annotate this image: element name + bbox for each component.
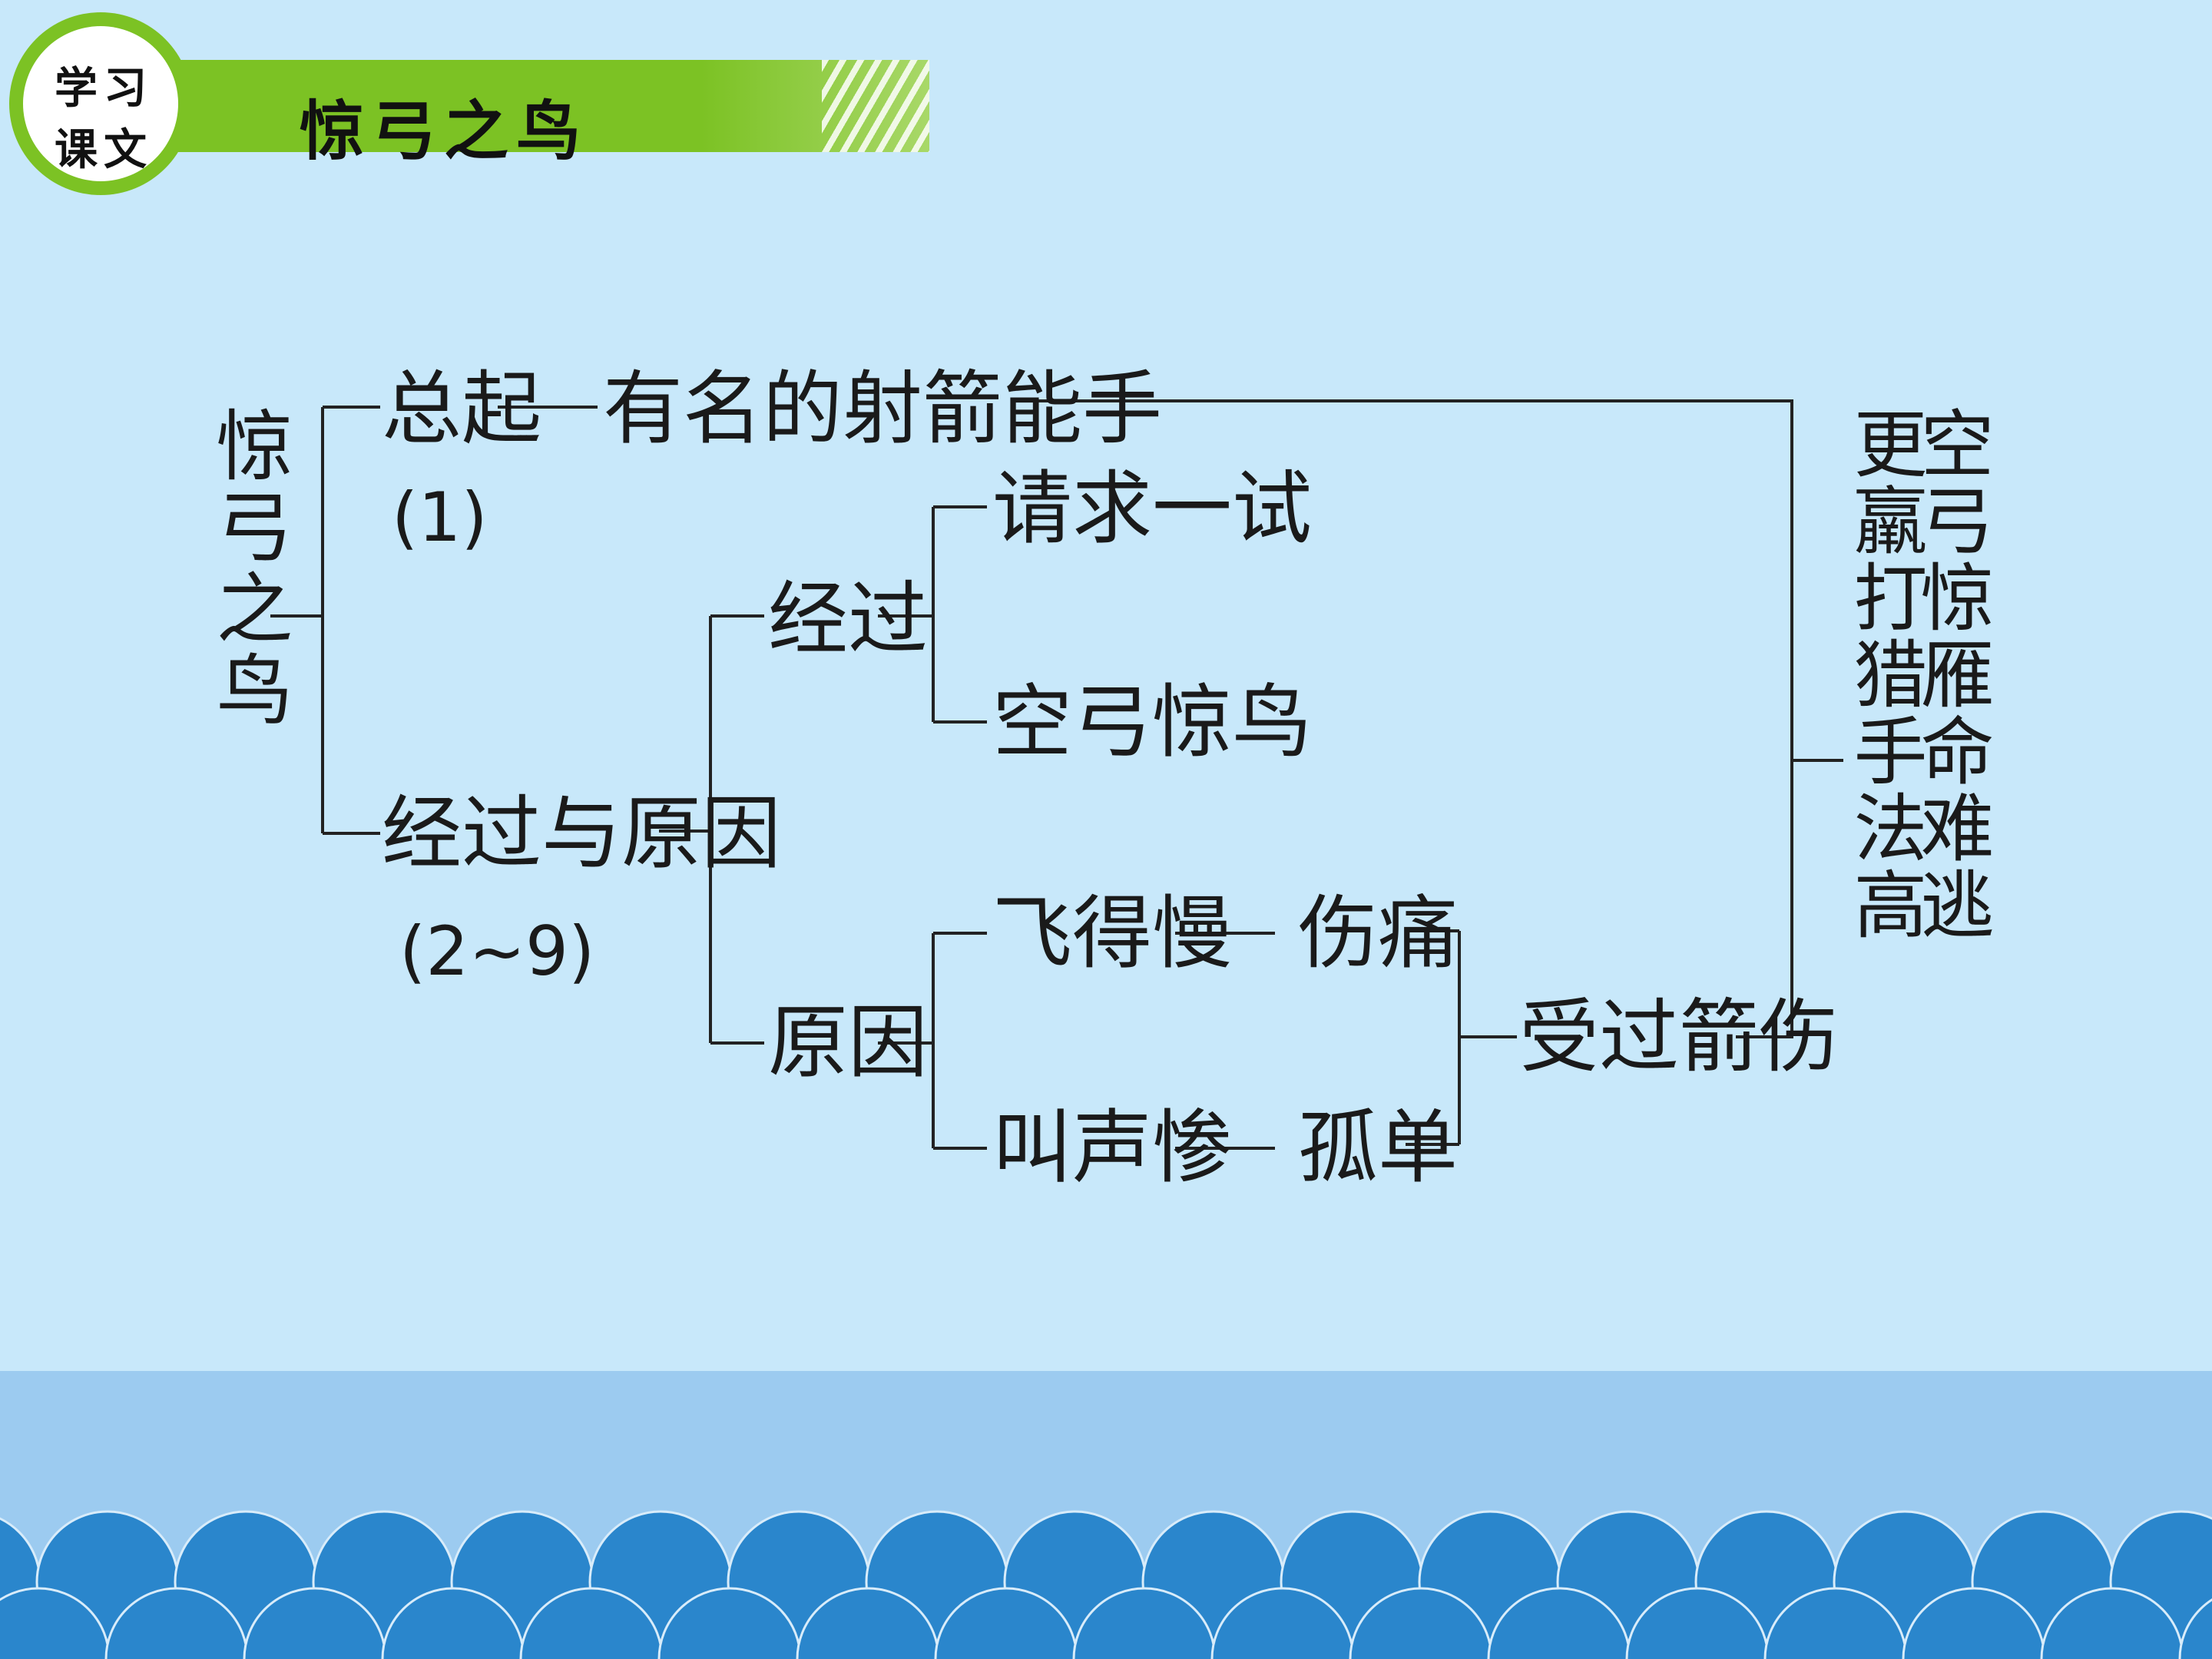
wave-scallop — [2040, 1587, 2184, 1659]
wave-decoration — [0, 1510, 2212, 1659]
wave-scallop — [2178, 1598, 2212, 1659]
wave-scallop — [381, 1587, 525, 1659]
node-reason-a: 飞得慢 — [992, 886, 1233, 980]
node-body-para: (2~9) — [399, 912, 595, 991]
node-intro-detail: 有名的射箭能手 — [603, 362, 1163, 455]
badge-label-line2: 课文 — [55, 124, 153, 175]
wave-scallop — [1902, 1587, 2046, 1659]
node-reason-a-cause: 伤痛 — [1298, 886, 1459, 980]
node-conclusion-col1: 空弓惊雁命难逃 — [1908, 406, 1994, 943]
wave-scallop — [1349, 1587, 1493, 1659]
wave-scallop — [796, 1587, 940, 1659]
header-bar — [169, 60, 929, 152]
page-title: 惊弓之鸟 — [300, 93, 589, 169]
badge-label-line1: 学习 — [55, 63, 153, 114]
wave-scallop — [243, 1587, 387, 1659]
node-process: 经过 — [768, 572, 929, 666]
node-body: 经过与原因 — [382, 786, 782, 880]
node-reason: 原因 — [768, 995, 929, 1089]
wave-scallop — [0, 1587, 111, 1659]
wave-scallop — [934, 1587, 1078, 1659]
node-process-step1: 请求一试 — [992, 462, 1313, 555]
node-root: 惊弓之鸟 — [203, 406, 293, 731]
wave-scallop — [1487, 1587, 1631, 1659]
node-intro-para: (1) — [392, 478, 488, 557]
section-badge-inner — [23, 26, 178, 181]
node-process-step2: 空弓惊鸟 — [992, 675, 1313, 769]
node-reason-b: 叫声惨 — [992, 1101, 1233, 1194]
wave-scallop — [1210, 1587, 1355, 1659]
wave-scallop — [519, 1587, 664, 1659]
wave-scallop — [657, 1587, 802, 1659]
node-intro: 总起 — [382, 362, 542, 455]
node-reason-b-cause: 孤单 — [1298, 1101, 1459, 1194]
connector-top-long — [1018, 399, 1793, 760]
wave-scallop — [1763, 1587, 1908, 1659]
header-stripes — [822, 60, 929, 152]
wave-scallop — [1625, 1587, 1770, 1659]
wave-scallop — [104, 1587, 249, 1659]
connector-injury-out — [1736, 759, 1843, 1038]
wave-scallop — [1072, 1587, 1217, 1659]
node-conclusion-col2: 更羸打猎手法高 — [1841, 406, 1927, 943]
node-injury: 受过箭伤 — [1519, 990, 1839, 1084]
